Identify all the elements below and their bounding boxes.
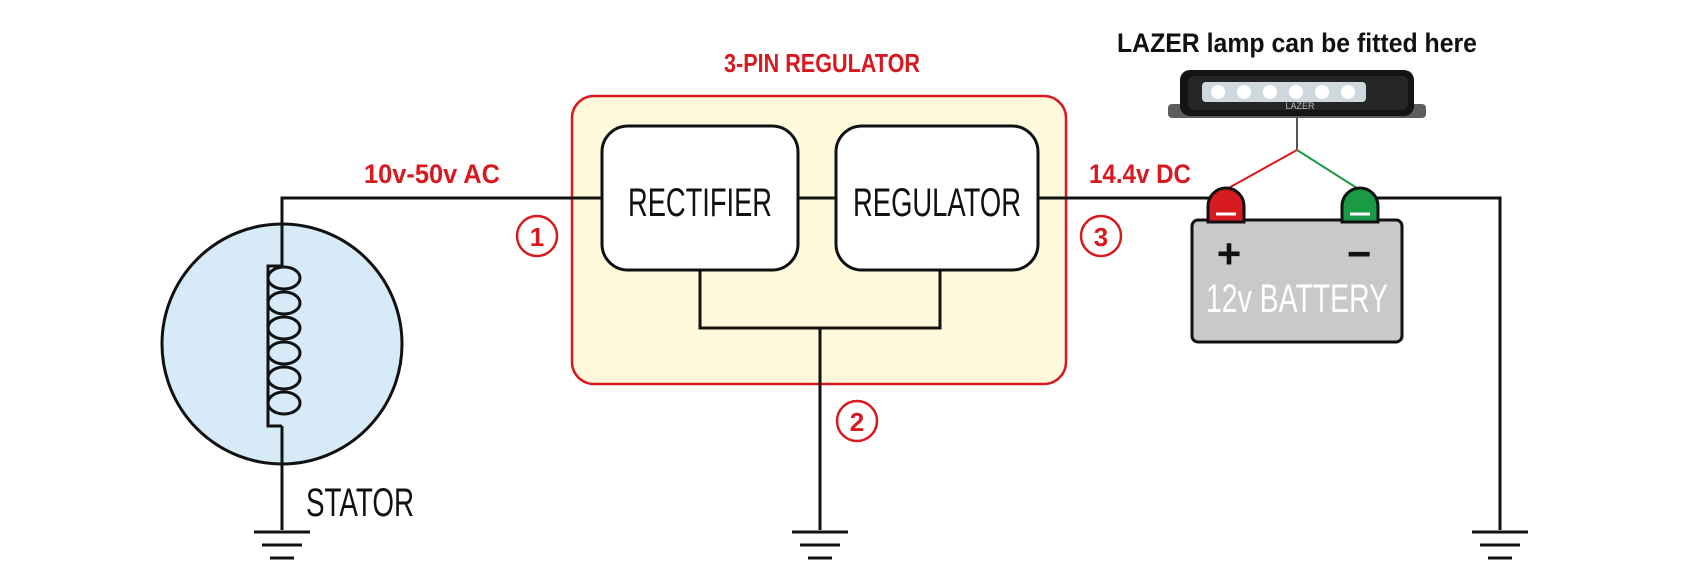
regulator-label: REGULATOR xyxy=(853,181,1021,225)
battery-label: 12v BATTERY xyxy=(1206,277,1388,321)
battery-ground-icon xyxy=(1472,530,1528,560)
rectifier-label: RECTIFIER xyxy=(628,181,772,225)
battery-positive-symbol: + xyxy=(1217,230,1242,277)
ac-voltage-label: 10v-50v AC xyxy=(364,159,500,189)
rectifier-box xyxy=(600,124,800,272)
pin-1-label: 1 xyxy=(530,222,544,252)
pin-2-marker: 2 xyxy=(835,399,879,443)
negative-terminal-icon xyxy=(1340,186,1380,224)
stator-ground-icon xyxy=(254,530,310,560)
pin-2-label: 2 xyxy=(850,407,864,437)
pin-3-label: 3 xyxy=(1094,222,1108,252)
pin-1-marker: 1 xyxy=(515,214,559,258)
positive-terminal-icon xyxy=(1206,186,1246,224)
lamp-caption: LAZER lamp can be fitted here xyxy=(1117,28,1477,58)
lamp-logo: LAZER xyxy=(1285,101,1315,111)
regulator-ground-icon xyxy=(792,530,848,560)
dc-voltage-label: 14.4v DC xyxy=(1089,159,1191,189)
stator-label: STATOR xyxy=(306,481,414,525)
stator xyxy=(160,198,404,470)
battery-body xyxy=(1190,218,1404,344)
regulator-box xyxy=(834,124,1040,272)
coil-icon xyxy=(266,198,302,470)
battery: 12v BATTERY + − xyxy=(1190,218,1404,344)
lamp-negative-wire xyxy=(1296,149,1361,191)
regulator-title: 3-PIN REGULATOR xyxy=(724,48,920,78)
pin-3-marker: 3 xyxy=(1079,214,1123,258)
lamp-positive-wire xyxy=(1224,149,1298,191)
led-light-bar-icon: LAZER xyxy=(1168,70,1426,118)
battery-negative-symbol: − xyxy=(1347,230,1372,277)
